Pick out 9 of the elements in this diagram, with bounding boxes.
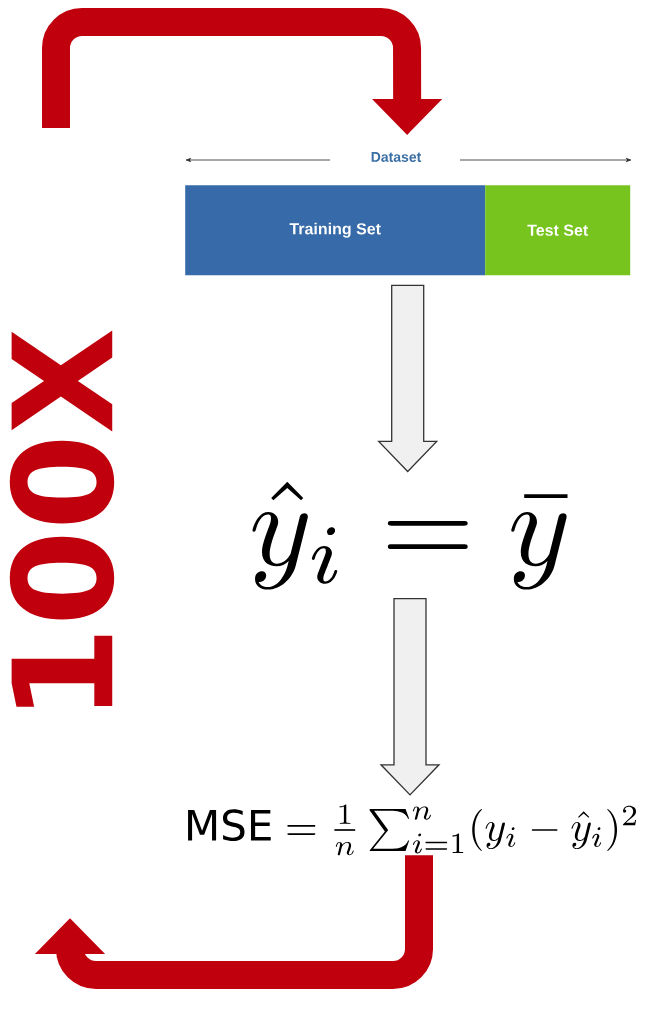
- block-arrow: [377, 284, 439, 473]
- block-arrow: [379, 597, 441, 796]
- prediction-formula: $\hat{y}_i = \bar{y}$: [252, 481, 568, 590]
- mse-formula: $\mathrm{MSE} = \frac{1}{n}\sum_{i=1}^{n}(y_i - \hat{y}_i)^2$: [188, 804, 637, 856]
- rotated-label: 100X: [9, 330, 115, 707]
- training-set-box: Training Set: [185, 185, 486, 276]
- test-set-box: Test Set: [485, 185, 631, 276]
- curved-arrow: [34, 855, 433, 989]
- heading: Dataset: [371, 152, 422, 162]
